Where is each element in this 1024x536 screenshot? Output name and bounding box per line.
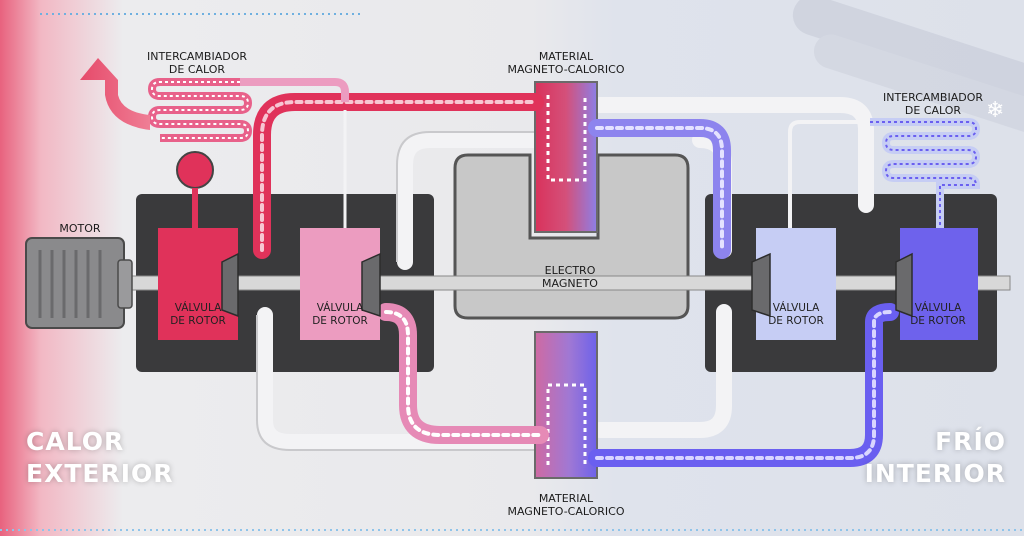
label-hot-side: CALOR EXTERIOR: [26, 427, 174, 488]
heat-exhaust-arrow: [80, 58, 150, 130]
motor: [25, 237, 133, 329]
valve-couplers: [221, 252, 913, 318]
heat-exchanger-left: [147, 78, 349, 228]
hot-fluid-pipes: [253, 93, 549, 444]
label-valve-1: VÁLVULA DE ROTOR: [170, 302, 226, 327]
magnetocaloric-block-top: [534, 81, 598, 233]
label-material-top: MATERIAL MAGNETO-CALORICO: [507, 50, 625, 76]
label-material-bottom: MATERIAL MAGNETO-CALORICO: [507, 492, 625, 518]
background-tubes: [792, 0, 1024, 139]
label-electromagnet: ELECTRO MAGNETO: [542, 264, 598, 290]
heat-exchanger-right: [788, 118, 981, 228]
label-cold-side: FRÍO INTERIOR: [864, 427, 1006, 488]
label-motor: MOTOR: [59, 222, 101, 235]
label-valve-3: VÁLVULA DE ROTOR: [768, 302, 824, 327]
rotor-valve-4: [900, 228, 978, 340]
label-valve-2: VÁLVULA DE ROTOR: [312, 302, 368, 327]
snowflake-icon: ❄: [986, 98, 1005, 123]
label-valve-4: VÁLVULA DE ROTOR: [910, 302, 966, 327]
label-heat-exchanger-left: INTERCAMBIADOR DE CALOR: [146, 50, 248, 76]
magnetocaloric-block-bottom: [534, 331, 598, 479]
label-heat-exchanger-right: INTERCAMBIADOR DE CALOR: [882, 91, 984, 117]
cold-fluid-pipes: [588, 119, 899, 467]
